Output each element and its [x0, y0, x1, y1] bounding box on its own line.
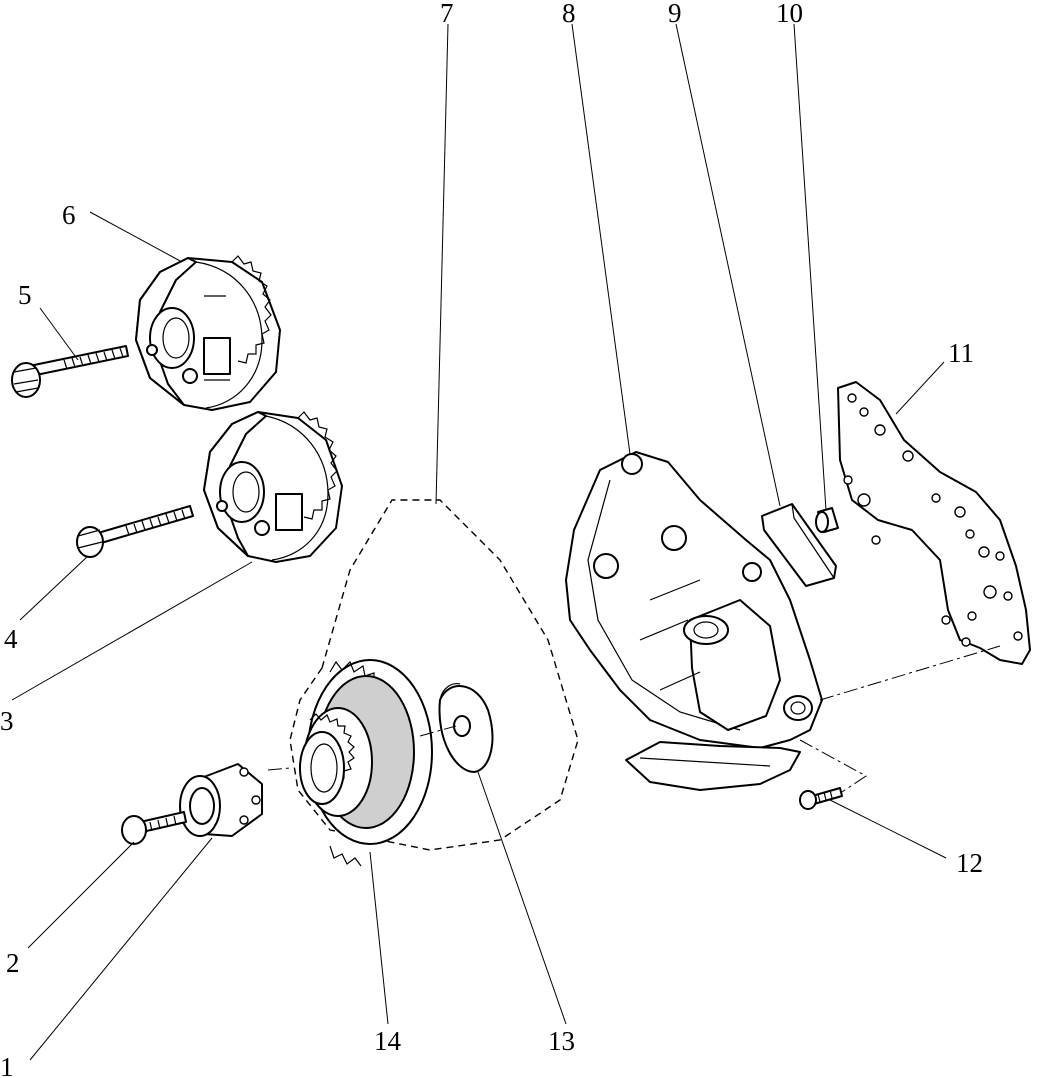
chain-housing [565, 451, 823, 791]
callout-6: 6 [62, 200, 76, 230]
guide-pad [761, 503, 837, 587]
callout-labels: 1 2 3 4 5 6 7 8 9 10 11 12 13 14 [0, 0, 983, 1078]
callout-13: 13 [548, 1026, 575, 1056]
sleeve [815, 507, 839, 533]
leader-lines [11, 23, 947, 1061]
callout-2: 2 [6, 948, 20, 978]
callout-9: 9 [668, 0, 682, 28]
upper-bolt [11, 345, 129, 398]
timing-chain [287, 497, 581, 853]
callout-8: 8 [562, 0, 576, 28]
flange-washer [179, 763, 263, 837]
center-lines [267, 645, 1001, 793]
crankshaft-sprocket [299, 659, 433, 867]
callout-10: 10 [776, 0, 803, 28]
small-bolt [121, 811, 187, 845]
callout-14: 14 [374, 1026, 402, 1056]
lower-camshaft-adjuster [203, 411, 343, 563]
callout-12: 12 [956, 848, 983, 878]
callout-11: 11 [948, 338, 974, 368]
callout-1: 1 [0, 1052, 14, 1078]
callout-7: 7 [440, 0, 454, 28]
callout-5: 5 [18, 280, 32, 310]
callout-4: 4 [4, 624, 18, 654]
callout-3: 3 [0, 706, 14, 736]
thrust-washer [438, 683, 494, 773]
lower-bolt [76, 505, 194, 558]
gasket-plate [837, 381, 1031, 665]
housing-bolt [799, 787, 843, 810]
upper-camshaft-adjuster [135, 255, 281, 411]
